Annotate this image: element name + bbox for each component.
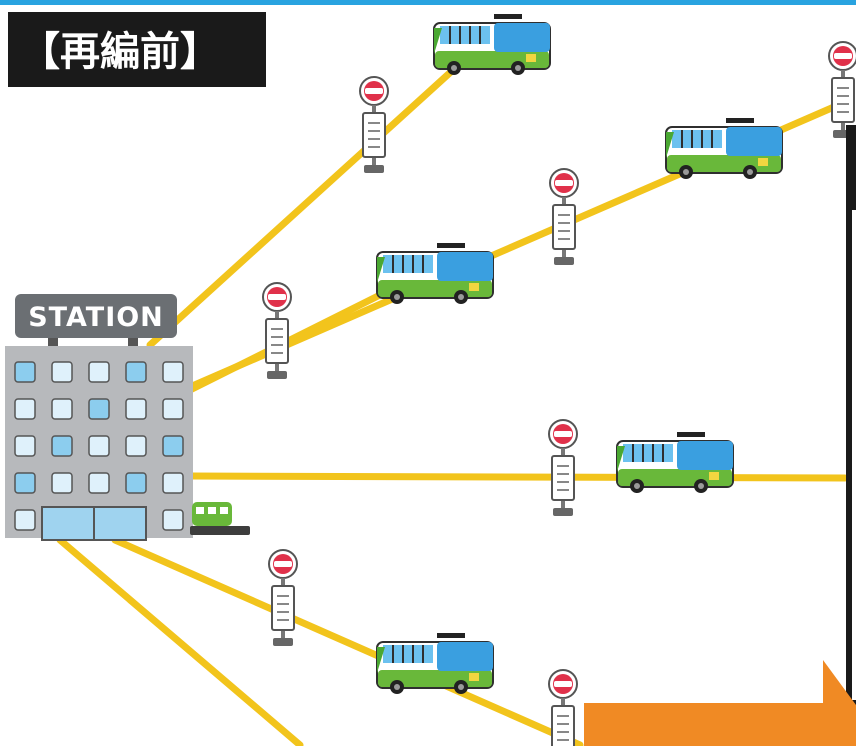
station-window <box>88 472 110 494</box>
station-window <box>125 361 147 383</box>
title-box: 【再編前】 <box>8 12 266 87</box>
station-window <box>14 361 36 383</box>
bus-stop-icon <box>549 168 579 266</box>
station-windows <box>14 361 184 531</box>
bus-stop-icon <box>262 282 292 380</box>
station-window <box>51 398 73 420</box>
station-window <box>125 435 147 457</box>
bus-icon <box>665 118 783 180</box>
station-window <box>51 435 73 457</box>
station-window <box>51 361 73 383</box>
buses <box>376 14 783 695</box>
station-building: STATION <box>5 294 193 541</box>
bus-icon <box>376 633 494 695</box>
right-panel-edge <box>846 125 856 746</box>
station-window <box>14 472 36 494</box>
bus-stop-icon <box>828 41 856 139</box>
station-label: STATION <box>28 302 164 333</box>
route-6-line <box>56 536 304 746</box>
bus-stop-icon <box>548 419 578 517</box>
bus-icon <box>376 243 494 305</box>
bus-stop-icon <box>268 549 298 647</box>
station-window <box>162 509 184 531</box>
page-title: 【再編前】 <box>20 29 220 75</box>
station-window <box>125 472 147 494</box>
station-window <box>88 435 110 457</box>
route-4-line <box>186 472 849 482</box>
station-window <box>162 472 184 494</box>
tram-icon <box>190 502 250 535</box>
frame-top-bar <box>0 0 856 5</box>
bus-icon <box>616 432 734 494</box>
station-window <box>162 435 184 457</box>
arrow-icon <box>584 660 856 746</box>
station-window <box>88 398 110 420</box>
station-window <box>162 398 184 420</box>
station-window <box>88 361 110 383</box>
station-window <box>14 435 36 457</box>
station-window <box>14 398 36 420</box>
station-sign <box>15 294 177 338</box>
bus-icon <box>433 14 551 76</box>
station-window <box>125 398 147 420</box>
station-window <box>162 361 184 383</box>
station-window <box>14 509 36 531</box>
station-window <box>51 472 73 494</box>
bus-stop-icon <box>548 669 578 746</box>
route-1-line <box>146 46 479 349</box>
route-5-line <box>111 536 584 746</box>
bus-stop-icon <box>359 76 389 174</box>
